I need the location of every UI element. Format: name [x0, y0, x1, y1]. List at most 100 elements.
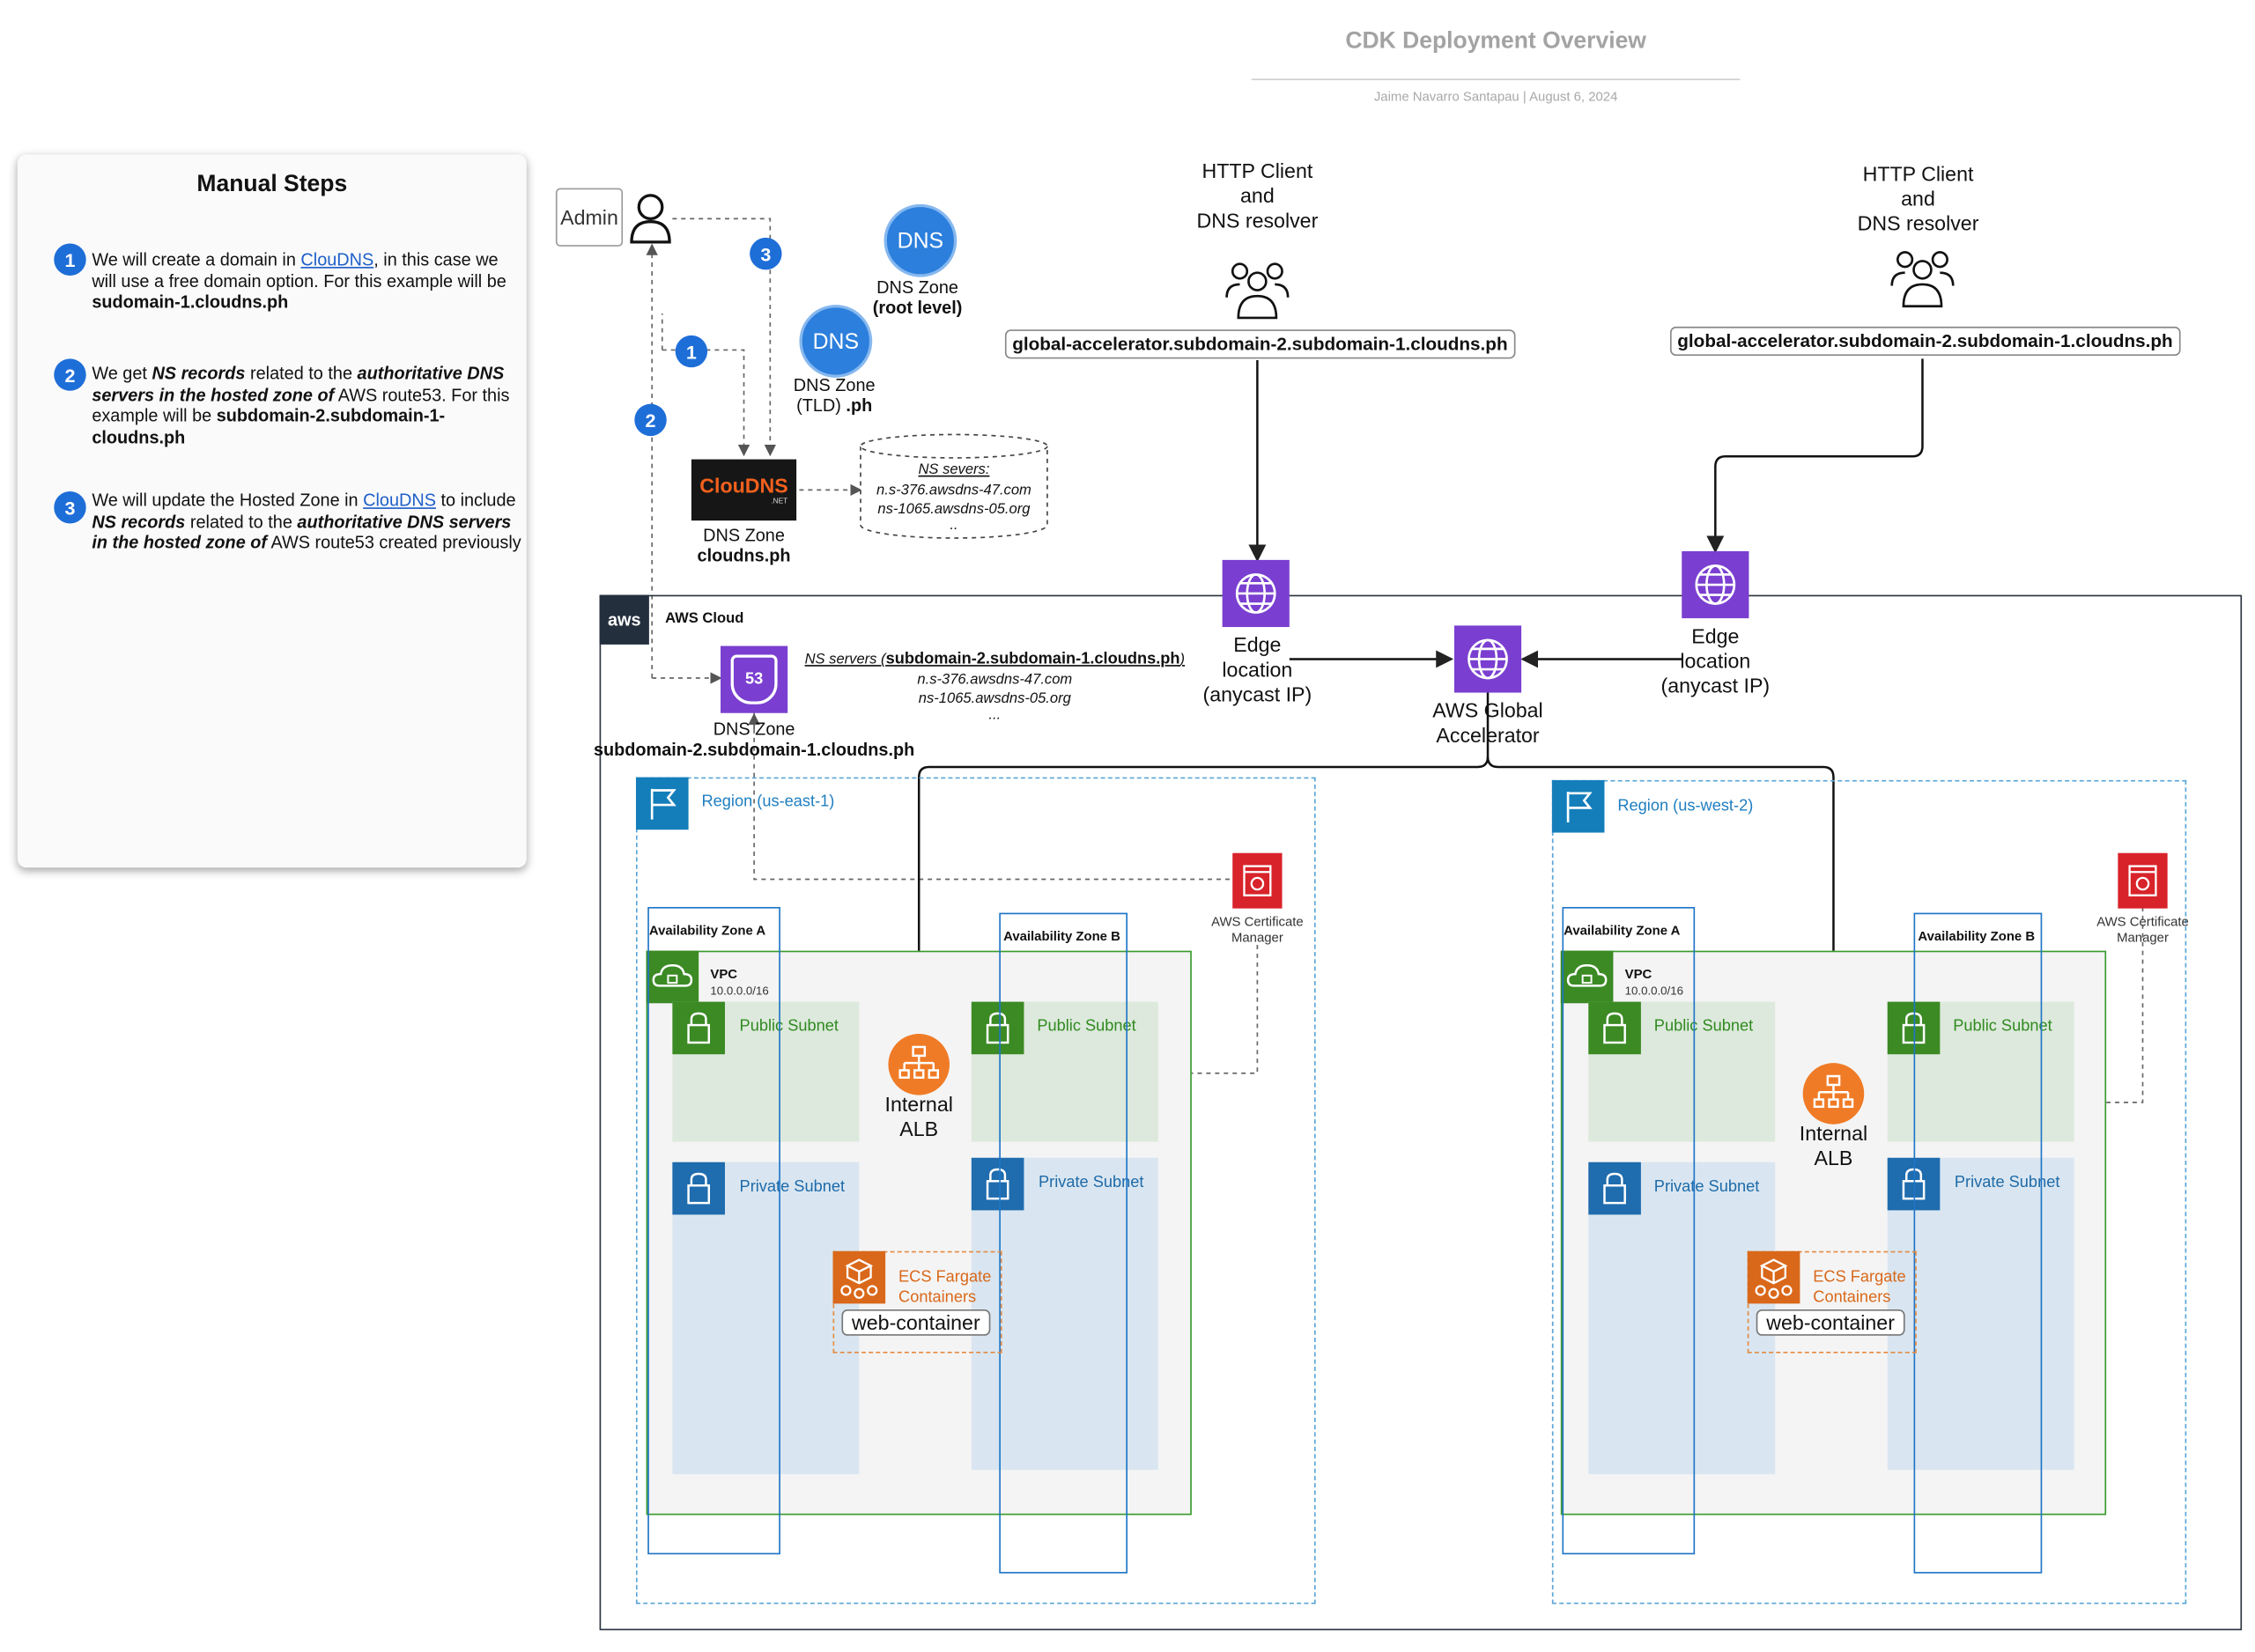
- step-2-auth-dns: authoritative DNS servers in the hosted …: [92, 363, 505, 405]
- ns-db-title: NS severs:: [918, 461, 990, 479]
- ns-db-line-1: n.s-376.awsdns-47.com: [876, 482, 1031, 498]
- dns-root-globe-icon: DNS: [884, 203, 957, 277]
- ns-servers-suffix: ): [1179, 652, 1186, 668]
- http-client-left-label: HTTP Client and DNS resolver: [1170, 159, 1345, 232]
- acm-line1: AWS Certificate: [2096, 914, 2189, 929]
- vpc-cloud-icon: [1560, 950, 1614, 1004]
- accelerator-line1: AWS Global: [1432, 698, 1543, 722]
- cloudns-logo: ClouDNS .NET: [691, 459, 797, 521]
- manual-steps-title: Manual Steps: [196, 172, 348, 197]
- edge-right-line1: Edge: [1691, 623, 1740, 648]
- author-name: Jaime Navarro Santapau: [1373, 89, 1519, 104]
- step-3-text-d: AWS route53 created previously: [267, 532, 521, 553]
- step-2-text: We get NS records related to the authori…: [92, 363, 523, 447]
- ecs-line2: Containers: [898, 1287, 977, 1306]
- ns-servers-database: NS severs: n.s-376.awsdns-47.com ns-1065…: [861, 461, 1047, 534]
- manual-steps-panel: [17, 154, 527, 868]
- aws-cloud-label: AWS Cloud: [665, 610, 744, 628]
- http-client-right-label: HTTP Client and DNS resolver: [1830, 162, 2006, 236]
- client-left-line2: and: [1240, 183, 1275, 208]
- edge-left-line3: (anycast IP): [1202, 682, 1312, 706]
- ecs-line1: ECS Fargate: [898, 1268, 992, 1287]
- step-3-text-c: related to the: [185, 511, 298, 532]
- step-3-text-b: to include: [435, 490, 516, 511]
- edge-location-right-icon: [1682, 550, 1749, 619]
- internal-alb-label: Internal ALB: [868, 1092, 970, 1141]
- private-subnet-label: Private Subnet: [1653, 1177, 1760, 1196]
- alb-line1: Internal: [884, 1092, 953, 1116]
- public-subnet-label: Public Subnet: [1953, 1017, 2052, 1036]
- ecs-fargate-icon: [1747, 1250, 1800, 1304]
- step-2-domain: subdomain-2.subdomain-1-cloudns.ph: [92, 405, 446, 447]
- acm-line2: Manager: [1231, 930, 1283, 946]
- availability-zone-a: [1562, 906, 1696, 1555]
- ns-db-line-3: ..: [950, 517, 958, 534]
- step-2-badge: 2: [54, 358, 86, 391]
- ecs-line2: Containers: [1813, 1287, 1891, 1306]
- dns-tld-globe-icon: DNS: [799, 305, 873, 378]
- step-2-text-c: AWS route53. For this example will be: [92, 384, 510, 426]
- client-left-line3: DNS resolver: [1196, 208, 1319, 232]
- dns-root-label: DNS Zone (root level): [846, 277, 988, 318]
- lock-icon: [1588, 1162, 1641, 1215]
- ns-servers-domain: subdomain-2.subdomain-1.cloudns.ph: [885, 650, 1180, 668]
- cloudns-link[interactable]: ClouDNS: [300, 249, 374, 270]
- vpc-cidr: 10.0.0.0/16: [1624, 984, 1683, 998]
- aws-cloud-boundary: [599, 594, 2243, 1631]
- step-3-text: We will update the Hosted Zone in ClouDN…: [92, 490, 523, 553]
- cloudns-link-2[interactable]: ClouDNS: [363, 490, 436, 511]
- region-flag-icon: [635, 777, 689, 830]
- global-accelerator-label: AWS Global Accelerator: [1401, 698, 1576, 748]
- users-group-icon: [1890, 251, 1955, 308]
- vpc-cloud-icon: [646, 950, 699, 1004]
- dns-tld-line2b: .ph: [846, 395, 873, 416]
- admin-label: Admin: [555, 188, 624, 247]
- client-right-line3: DNS resolver: [1857, 211, 1979, 235]
- accelerator-line2: Accelerator: [1436, 723, 1540, 747]
- ns-server-line-1: n.s-376.awsdns-47.com: [917, 671, 1073, 688]
- dns-root-line1: DNS Zone: [876, 277, 958, 298]
- az-a-label: Availability Zone A: [648, 923, 766, 938]
- cloudns-zone-line1: DNS Zone: [703, 525, 785, 546]
- step-3-auth-dns: authoritative DNS servers in the hosted …: [92, 511, 512, 553]
- availability-zone-b: [999, 912, 1128, 1574]
- acm-line2: Manager: [2117, 930, 2169, 946]
- ns-server-line-2: ns-1065.awsdns-05.org: [918, 690, 1071, 708]
- edge-left-line2: location: [1222, 657, 1293, 682]
- region-us-east-1-boundary: [635, 777, 1316, 1604]
- edge-right-line2: location: [1680, 648, 1751, 673]
- vpc-label: VPC: [1624, 966, 1652, 982]
- public-subnet-label: Public Subnet: [1037, 1017, 1136, 1036]
- step-3-badge: 3: [54, 491, 86, 524]
- private-subnet-label: Private Subnet: [739, 1177, 846, 1196]
- cloudns-zone-line2: cloudns.ph: [697, 545, 791, 566]
- az-b-label: Availability Zone B: [1918, 928, 2036, 944]
- dns-tld-line2a: (TLD): [796, 395, 847, 416]
- certificate-manager-icon: [2118, 852, 2168, 909]
- region-flag-icon: [1551, 779, 1605, 833]
- dns-root-line2: (root level): [872, 297, 963, 318]
- private-subnet-label: Private Subnet: [1954, 1173, 2060, 1191]
- internal-alb-icon: [1802, 1063, 1865, 1125]
- route53-ns-servers: NS servers (subdomain-2.subdomain-1.clou…: [801, 650, 1188, 722]
- lock-icon: [971, 1001, 1024, 1055]
- flow-badge-2: 2: [634, 403, 667, 437]
- edge-location-left-label: Edge location (anycast IP): [1185, 633, 1331, 707]
- right-hostname-box: global-accelerator.subdomain-2.subdomain…: [1670, 326, 2180, 357]
- lock-icon: [971, 1157, 1024, 1211]
- step-3-text-a: We will update the Hosted Zone in: [92, 490, 364, 511]
- step-3-ns-records: NS records: [92, 511, 186, 532]
- admin-user-icon: [630, 194, 671, 244]
- title-divider: [1251, 78, 1741, 81]
- edge-location-left-icon: [1222, 559, 1290, 628]
- diagram-title: CDK Deployment Overview: [1345, 29, 1646, 55]
- step-2-ns-records: NS records: [152, 363, 246, 384]
- region-label: Region (us-west-2): [1617, 797, 1754, 815]
- lock-icon: [1588, 1001, 1641, 1055]
- cloudns-logo-text: ClouDNS: [699, 474, 788, 498]
- cloudns-logo-sub: .NET: [771, 497, 788, 506]
- cloudns-zone-label: DNS Zone cloudns.ph: [676, 525, 810, 565]
- edge-right-line3: (anycast IP): [1660, 674, 1771, 697]
- availability-zone-a: [647, 906, 780, 1555]
- left-hostname-box: global-accelerator.subdomain-2.subdomain…: [1004, 329, 1515, 359]
